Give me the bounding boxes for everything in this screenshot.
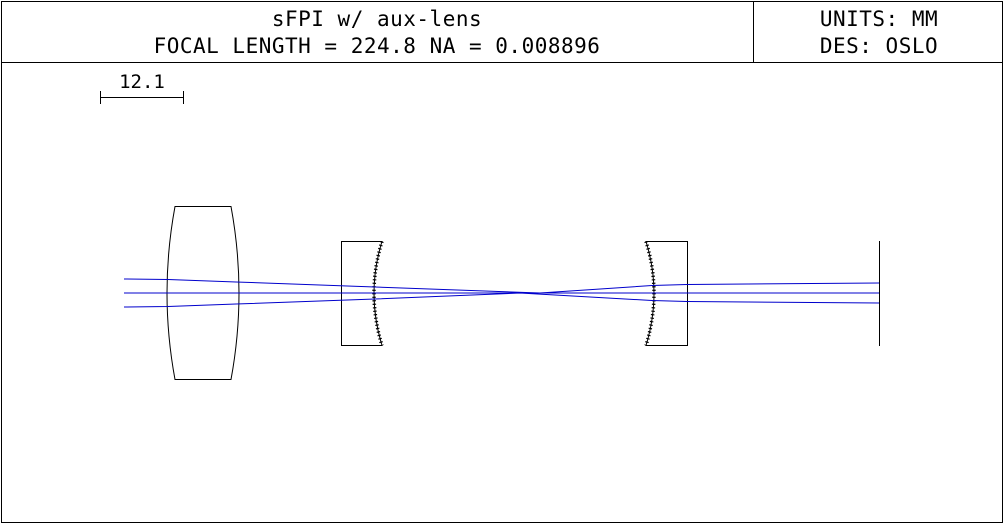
scale-bar-label: 12.1 xyxy=(119,71,165,93)
focal-length-na: FOCAL LENGTH = 224.8 NA = 0.008896 xyxy=(154,34,601,58)
units-label: UNITS: MM xyxy=(820,7,938,31)
system-title: sFPI w/ aux-lens xyxy=(272,7,482,31)
designer-label: DES: OSLO xyxy=(820,34,938,58)
aux-lens xyxy=(166,206,240,380)
ray-lower xyxy=(123,292,880,308)
scale-bar: 12.1 xyxy=(100,71,184,104)
ray-upper xyxy=(123,278,880,294)
